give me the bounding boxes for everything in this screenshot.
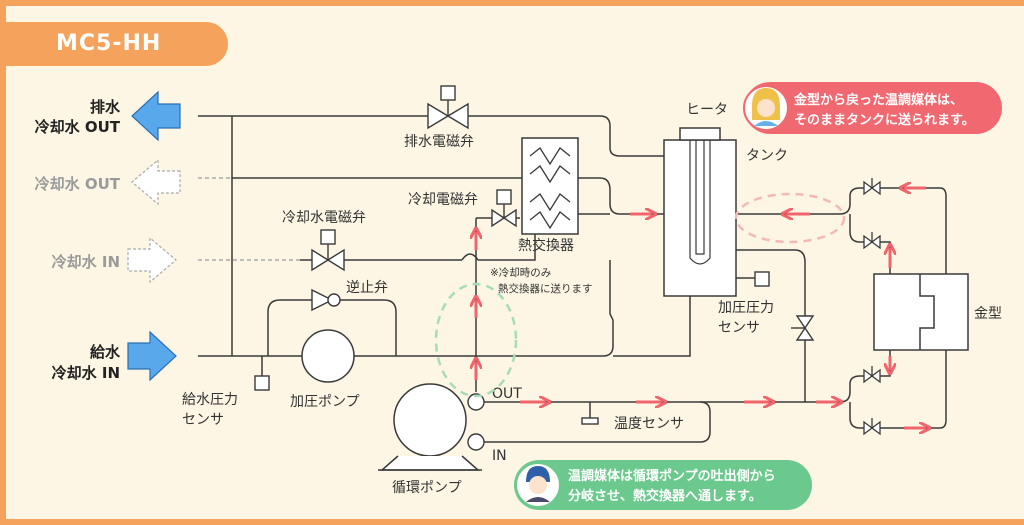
supply-sensor-label-2: センサ (182, 412, 224, 428)
drain-valve-label: 排水電磁弁 (404, 134, 474, 150)
supply-in-arrow (127, 330, 177, 382)
pressure-sensor-label-1: 加圧圧力 (718, 300, 774, 316)
heater-label: ヒータ (686, 102, 728, 118)
heater-element (689, 140, 711, 265)
model-tag: MC5-HH (0, 22, 228, 66)
cool-water-valve (311, 229, 345, 272)
supply-sensor-label-1: 給水圧力 (182, 392, 238, 408)
mold-valves (863, 178, 881, 436)
pump-out-label: OUT (492, 386, 522, 402)
circulation-pump-label: 循環ポンプ (392, 480, 462, 496)
drain-valve (427, 85, 469, 130)
tank (663, 139, 737, 297)
heat-exchanger-label: 熱交換器 (518, 237, 574, 254)
cool-out-label: 冷却水 OUT (35, 175, 121, 193)
top-bubble-line-1: 金型から戻った温調媒体は、 (793, 92, 963, 108)
cool-out-arrow (131, 158, 181, 206)
supply-label-2: 冷却水 IN (52, 364, 120, 382)
return-highlight (734, 192, 846, 244)
pump-in-label: IN (492, 448, 507, 464)
check-valve-label: 逆止弁 (346, 280, 388, 296)
temp-sensor (581, 417, 599, 425)
mold (873, 273, 969, 351)
branch-highlight (434, 282, 518, 398)
mold-label: 金型 (974, 306, 1002, 322)
tank-label: タンク (746, 148, 788, 164)
supply-label-1: 給水 (90, 343, 121, 361)
drain-label-1: 排水 (90, 98, 121, 116)
top-speech-bubble (743, 82, 1002, 134)
cool-in-arrow (127, 236, 177, 284)
note-line-2: 熱交換器に送ります (498, 282, 593, 295)
booster-pump-label: 加圧ポンプ (290, 394, 360, 410)
top-bubble-line-2: そのままタンクに送られます。 (794, 112, 975, 128)
note-line-1: ※冷却時のみ (490, 266, 551, 279)
circulation-pump (378, 383, 485, 471)
booster-pump (301, 329, 355, 383)
bottom-bubble-line-1: 温調媒体は循環ポンプの吐出側から (568, 468, 776, 484)
pressure-sensor-label-2: センサ (718, 320, 760, 336)
drain-out-arrow (131, 90, 181, 142)
pressure-sensor (754, 271, 770, 287)
flow-arrows (476, 188, 926, 428)
bottom-bubble-line-2: 分岐させ、熱交換器へ通します。 (568, 488, 762, 504)
supply-pressure-sensor (254, 375, 270, 391)
cooling-valve-label: 冷却電磁弁 (408, 192, 478, 208)
bottom-speech-bubble (514, 460, 812, 510)
heat-exchanger (521, 137, 579, 235)
heater-cap (679, 127, 721, 141)
cool-water-valve-label: 冷却水電磁弁 (282, 210, 366, 226)
cool-in-label: 冷却水 IN (52, 253, 120, 271)
temp-sensor-label: 温度センサ (614, 416, 684, 432)
relief-valve (791, 315, 815, 341)
check-valve (311, 288, 341, 312)
drain-label-2: 冷却水 OUT (35, 118, 121, 136)
cooling-valve (491, 189, 517, 228)
